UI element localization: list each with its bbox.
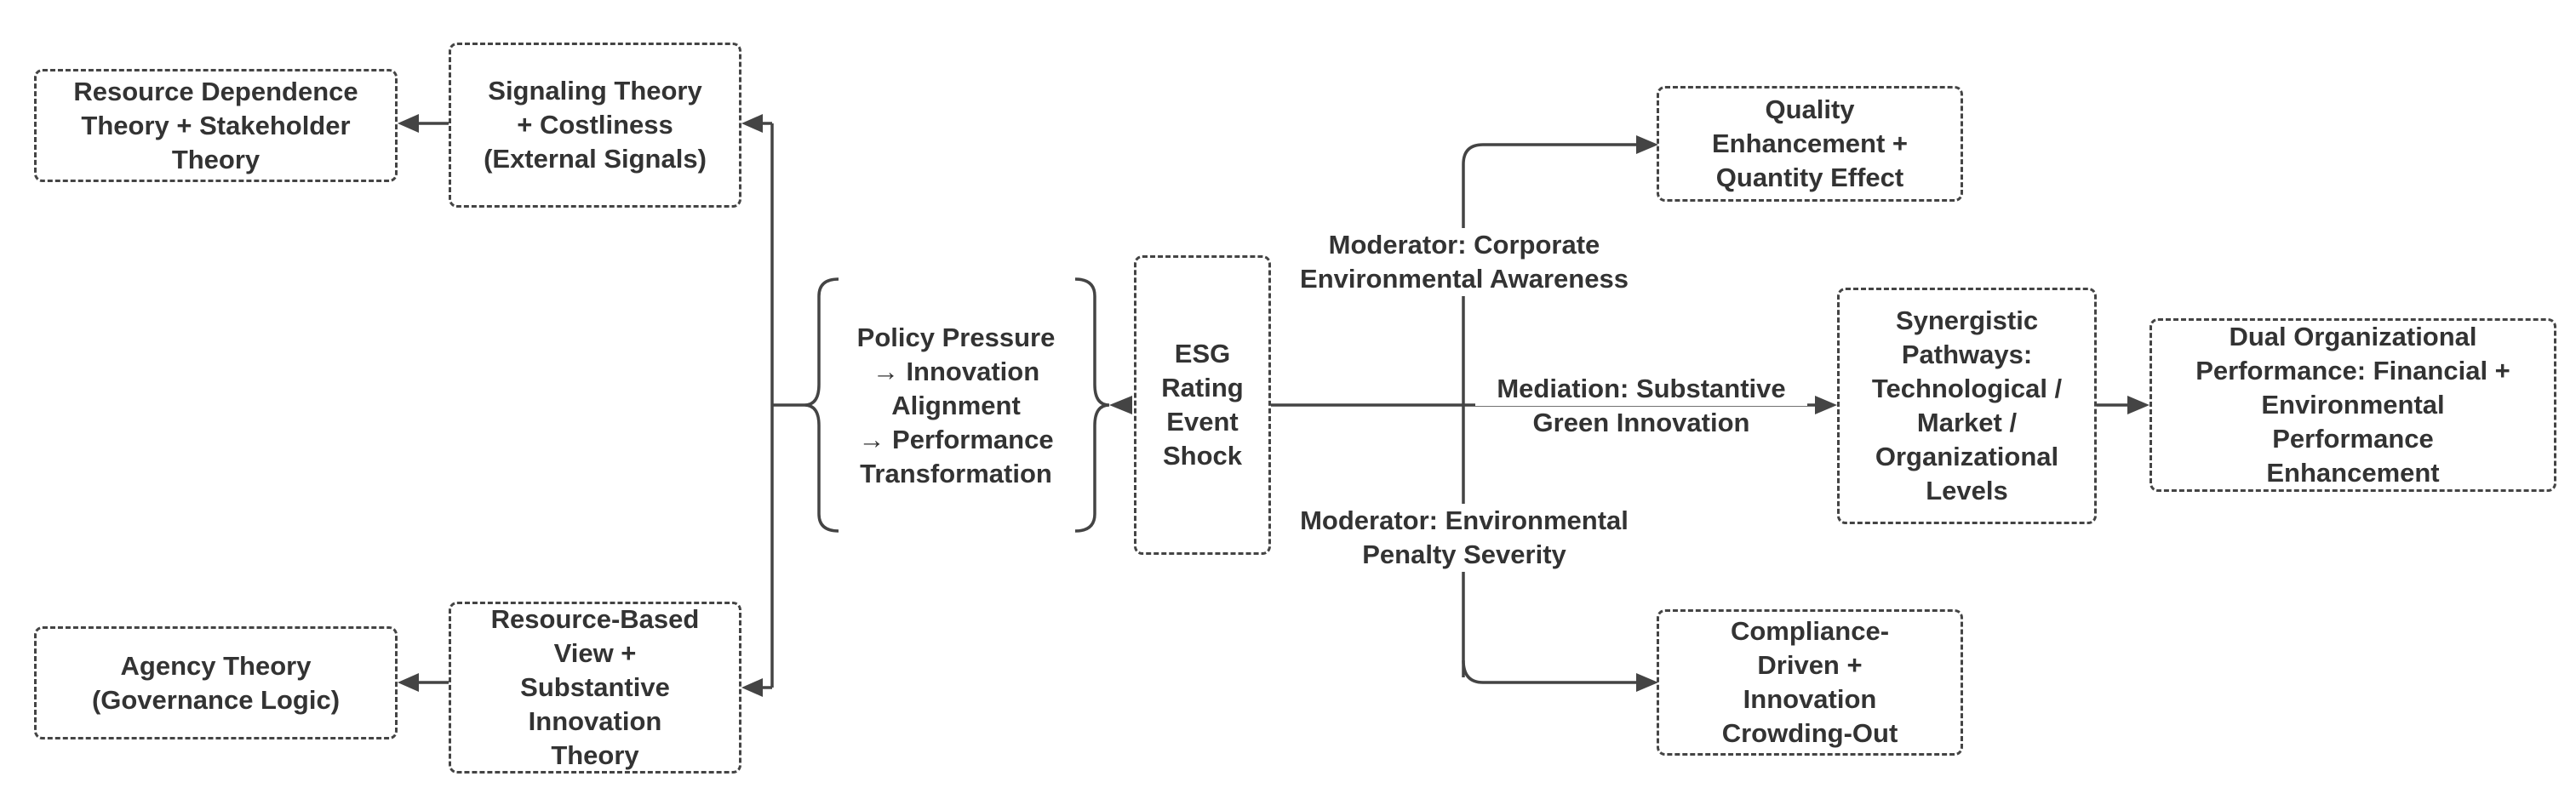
node-text-line: Theory + Stakeholder xyxy=(81,110,351,140)
edge-label-moderator-penalty: Moderator: Environmental Penalty Severit… xyxy=(1273,504,1656,572)
node-text-line: → Performance xyxy=(858,425,1054,454)
node-text-line: ESG xyxy=(1174,339,1231,368)
arrowhead-esg-to-brace xyxy=(1109,396,1132,414)
node-text-line: + Costliness xyxy=(517,110,673,140)
node-text-line: Market / xyxy=(1916,408,2018,437)
node-signaling-theory: Signaling Theory + Costliness (External … xyxy=(449,43,741,208)
node-text-line: Theory xyxy=(551,740,639,770)
node-compliance-driven: Compliance- Driven + Innovation Crowding… xyxy=(1657,609,1963,756)
edge-label-line: Environmental Awareness xyxy=(1300,264,1629,294)
node-text-line: → Innovation xyxy=(872,357,1040,386)
node-text-line: Transformation xyxy=(860,459,1052,488)
arrowhead-resource-based-to-agency xyxy=(398,673,419,692)
trunk-right-bottom-corner xyxy=(1462,659,1643,684)
node-synergistic-pathways: Synergistic Pathways: Technological / Ma… xyxy=(1837,288,2097,524)
node-text-line: Shock xyxy=(1162,441,1243,471)
edge-label-moderator-awareness: Moderator: Corporate Environmental Aware… xyxy=(1277,228,1652,296)
node-text-line: Performance: Financial + xyxy=(2195,356,2510,385)
node-policy-pressure: Policy Pressure → Innovation Alignment →… xyxy=(841,294,1071,517)
right-brace xyxy=(1074,277,1110,533)
node-esg-rating-event-shock: ESG Rating Event Shock xyxy=(1134,255,1271,555)
node-text-line: Driven + xyxy=(1757,650,1863,680)
node-text-line: Innovation xyxy=(528,706,662,736)
node-text-line: Substantive xyxy=(520,672,670,702)
edge-label-line: Green Innovation xyxy=(1532,408,1750,437)
node-text-line: Rating xyxy=(1161,373,1244,402)
node-text-line: Quantity Effect xyxy=(1715,163,1904,192)
node-text-line: Pathways: xyxy=(1901,340,2033,369)
arrowhead-trunk-to-signaling xyxy=(741,114,763,133)
node-agency-theory: Agency Theory (Governance Logic) xyxy=(34,626,398,739)
arrowhead-to-dual-performance xyxy=(2127,396,2150,414)
arrowhead-signaling-to-resource-dependence xyxy=(398,114,419,133)
node-text-line: Agency Theory xyxy=(120,650,312,681)
node-text-line: (Governance Logic) xyxy=(91,684,341,715)
node-text-line: Resource-Based xyxy=(490,604,700,634)
arrowhead-to-compliance xyxy=(1636,673,1658,692)
node-text-line: Levels xyxy=(1926,476,2008,505)
node-text-line: Organizational xyxy=(1875,442,2059,471)
node-text-line: View + xyxy=(553,638,637,668)
left-brace xyxy=(804,277,839,533)
edge-label-mediation: Mediation: Substantive Green Innovation xyxy=(1475,372,1807,440)
node-quality-enhancement: Quality Enhancement + Quantity Effect xyxy=(1657,86,1963,202)
arrowhead-trunk-to-resource-based xyxy=(741,678,763,697)
arrowhead-to-synergistic xyxy=(1815,396,1837,414)
node-text-line: Event xyxy=(1166,407,1239,437)
edge-label-line: Moderator: Corporate xyxy=(1328,230,1600,260)
node-resource-based-view: Resource-Based View + Substantive Innova… xyxy=(449,602,741,774)
node-text-line: (External Signals) xyxy=(484,144,707,174)
node-text-line: Quality xyxy=(1765,94,1855,124)
node-text-line: Crowding-Out xyxy=(1721,718,1898,748)
edge-label-line: Mediation: Substantive xyxy=(1475,372,1807,406)
node-text-line: Enhancement + xyxy=(1712,128,1908,158)
node-resource-dependence-theory: Resource Dependence Theory + Stakeholder… xyxy=(34,69,398,182)
node-text-line: Signaling Theory xyxy=(488,76,702,106)
node-text-line: Alignment xyxy=(891,391,1021,420)
node-text-line: Performance xyxy=(2272,424,2434,454)
node-text-line: Technological / xyxy=(1871,374,2063,403)
node-dual-organizational-performance: Dual Organizational Performance: Financi… xyxy=(2150,318,2556,492)
trunk-right-top-corner xyxy=(1462,143,1643,165)
edge-label-line: Penalty Severity xyxy=(1362,540,1566,569)
node-text-line: Innovation xyxy=(1743,684,1877,714)
arrowhead-to-quality xyxy=(1636,135,1658,154)
node-text-line: Environmental xyxy=(2261,390,2445,420)
node-text-line: Enhancement xyxy=(2266,458,2440,488)
node-text-line: Compliance- xyxy=(1730,616,1890,646)
node-text-line: Theory xyxy=(171,144,260,174)
node-text-line: Dual Organizational xyxy=(2229,322,2477,351)
node-text-line: Resource Dependence xyxy=(73,76,358,106)
node-text-line: Synergistic xyxy=(1895,305,2039,335)
node-text-line: Policy Pressure xyxy=(856,323,1056,352)
edge-label-line: Moderator: Environmental xyxy=(1300,505,1629,535)
